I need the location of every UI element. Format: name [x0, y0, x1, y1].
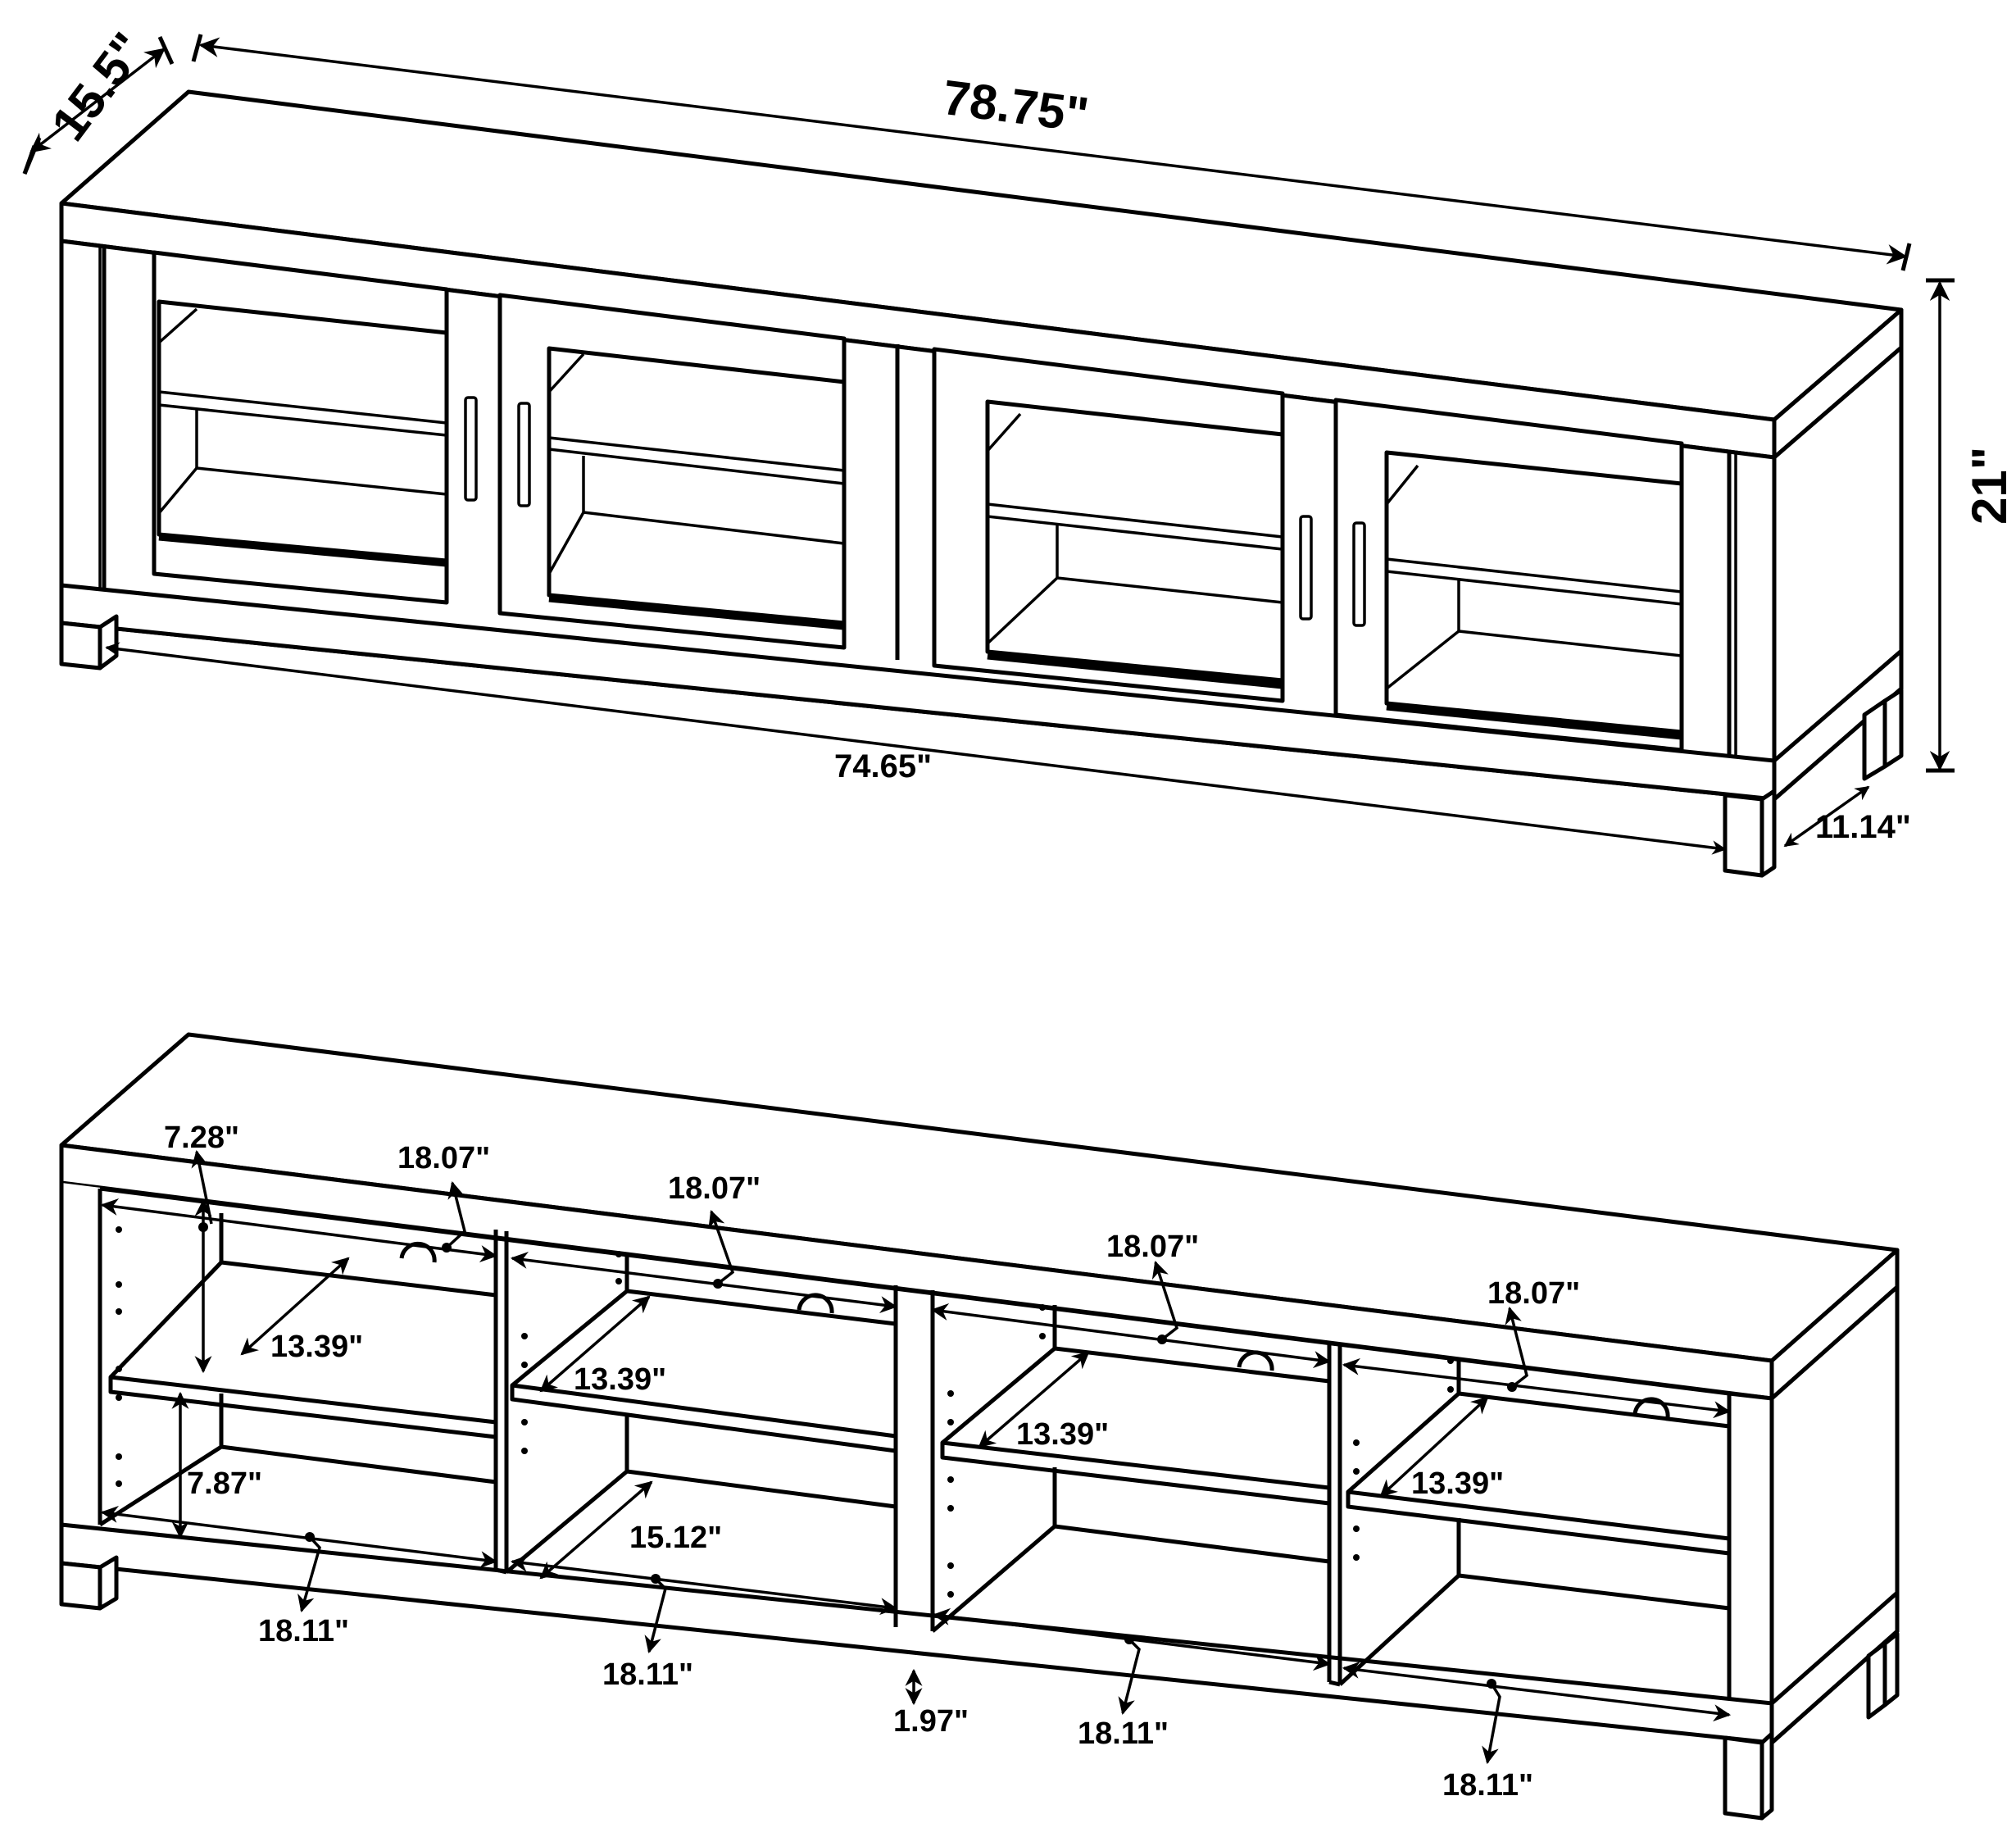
dim-width — [191, 34, 1912, 271]
label-c1-bottom: 18.11" — [258, 1614, 349, 1648]
shelf-4 — [1346, 1489, 1732, 1556]
compartment-3 — [931, 1305, 1342, 1687]
label-bottom-depth: 15.12" — [629, 1521, 722, 1555]
open-leg-back-right — [1866, 1641, 1887, 1720]
dim-height — [1926, 278, 1955, 773]
label-upper-clearance: 7.28" — [164, 1121, 239, 1155]
label-c4-bottom: 18.11" — [1442, 1768, 1533, 1803]
dim-leg-depth — [1783, 785, 1870, 848]
door-1[interactable] — [152, 250, 478, 605]
door-2-handle[interactable] — [517, 402, 531, 507]
label-c3-bottom: 18.11" — [1078, 1716, 1169, 1751]
label-c3-top: 18.07" — [1106, 1230, 1199, 1264]
label-leg-width: 74.65" — [834, 748, 932, 784]
door-2[interactable] — [497, 293, 847, 650]
dim-leg-width — [105, 642, 1727, 855]
door-1-handle[interactable] — [464, 396, 478, 502]
open-leg-front-right — [1723, 1735, 1764, 1821]
door-4-handle[interactable] — [1352, 521, 1366, 627]
open-leg-front-left — [59, 1561, 102, 1611]
label-c2-bottom: 18.11" — [602, 1657, 693, 1692]
label-floor-clearance: 1.97" — [893, 1704, 969, 1739]
door-3-handle[interactable] — [1299, 515, 1313, 621]
label-c3-shelf: 13.39" — [1016, 1417, 1109, 1452]
label-height: 21" — [1962, 447, 2016, 525]
label-c2-shelf: 13.39" — [574, 1362, 666, 1397]
closed-console-drawing: 15.5" 78.75" 21" 74.65" 11.14" — [22, 23, 2016, 878]
label-leg-depth: 11.14" — [1815, 809, 1911, 845]
label-c2-top: 18.07" — [668, 1171, 761, 1206]
label-lower-clearance: 7.87" — [187, 1466, 262, 1501]
label-c1-shelf: 13.39" — [270, 1330, 363, 1364]
dim-depth — [22, 35, 175, 175]
label-c4-shelf: 13.39" — [1411, 1466, 1504, 1501]
label-c4-top: 18.07" — [1487, 1276, 1580, 1311]
label-c1-top: 18.07" — [397, 1141, 490, 1175]
